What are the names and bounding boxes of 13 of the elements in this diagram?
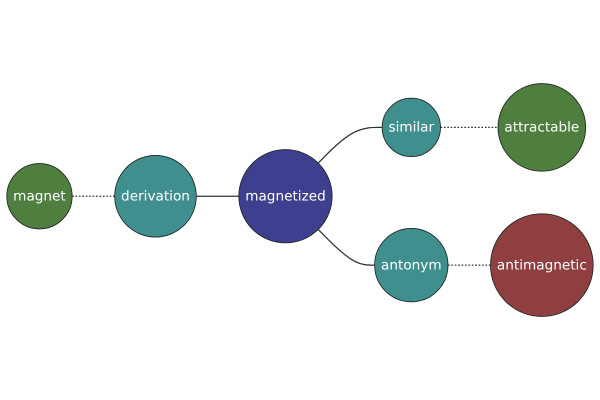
connector (448, 264, 490, 266)
connector (318, 126, 382, 164)
connector (196, 196, 239, 197)
connector (72, 196, 115, 197)
connector (440, 126, 498, 128)
connector (318, 229, 375, 266)
node-circle: antonym (374, 228, 448, 302)
node-circle: similar (382, 98, 441, 158)
node-circle: attractable (498, 83, 586, 172)
node-circle: magnet (6, 163, 73, 230)
node-circle: derivation (114, 155, 197, 238)
node-circle: antimagnetic (490, 213, 594, 317)
node-circle: magnetized (238, 149, 333, 244)
